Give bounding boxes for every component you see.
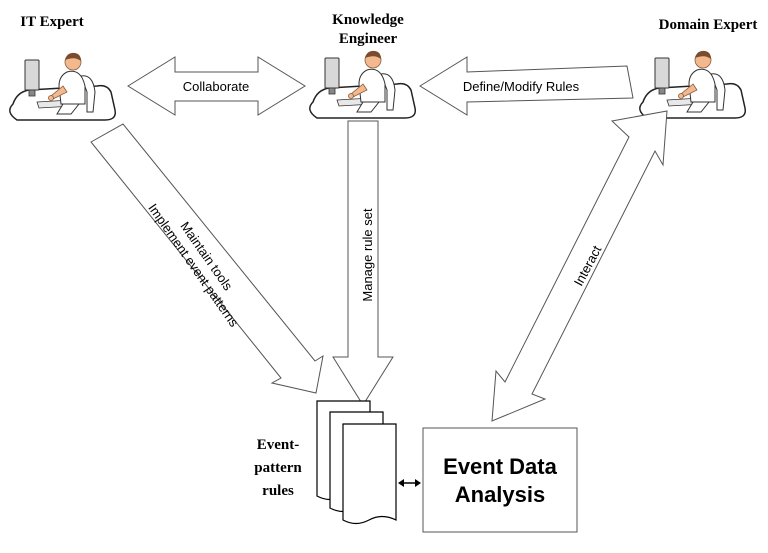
manage-rule-set-label: Manage rule set <box>360 208 375 302</box>
define-modify-rules-arrow <box>419 56 634 116</box>
it-expert-title: IT Expert <box>20 14 83 30</box>
collaborate-arrow <box>127 56 306 116</box>
event-data-analysis-title-line2: Analysis <box>455 482 546 507</box>
knowledge-engineer-icon <box>309 50 417 119</box>
event-data-analysis-box <box>422 427 578 533</box>
event-pattern-rules-label-line1: Event- <box>257 437 300 453</box>
maintain-tools-arrow <box>90 123 324 394</box>
knowledge-engineer-title-line2: Engineer <box>339 31 398 47</box>
event-pattern-rules-label-line3: rules <box>262 483 294 499</box>
define-modify-rules-label: Define/Modify Rules <box>463 79 580 94</box>
domain-expert-title: Domain Expert <box>659 17 758 33</box>
document-stack-icon <box>316 400 397 525</box>
interact-arrow <box>491 110 668 422</box>
collaborate-label: Collaborate <box>183 79 250 94</box>
domain-expert-icon <box>639 50 747 119</box>
it-expert-icon <box>9 52 117 121</box>
event-data-analysis-title-line1: Event Data <box>443 454 557 479</box>
knowledge-engineer-title-line1: Knowledge <box>332 12 404 28</box>
bidirectional-arrow-icon <box>398 479 421 487</box>
event-pattern-rules-label-line2: pattern <box>254 460 302 476</box>
manage-rule-set-arrow <box>332 120 394 406</box>
